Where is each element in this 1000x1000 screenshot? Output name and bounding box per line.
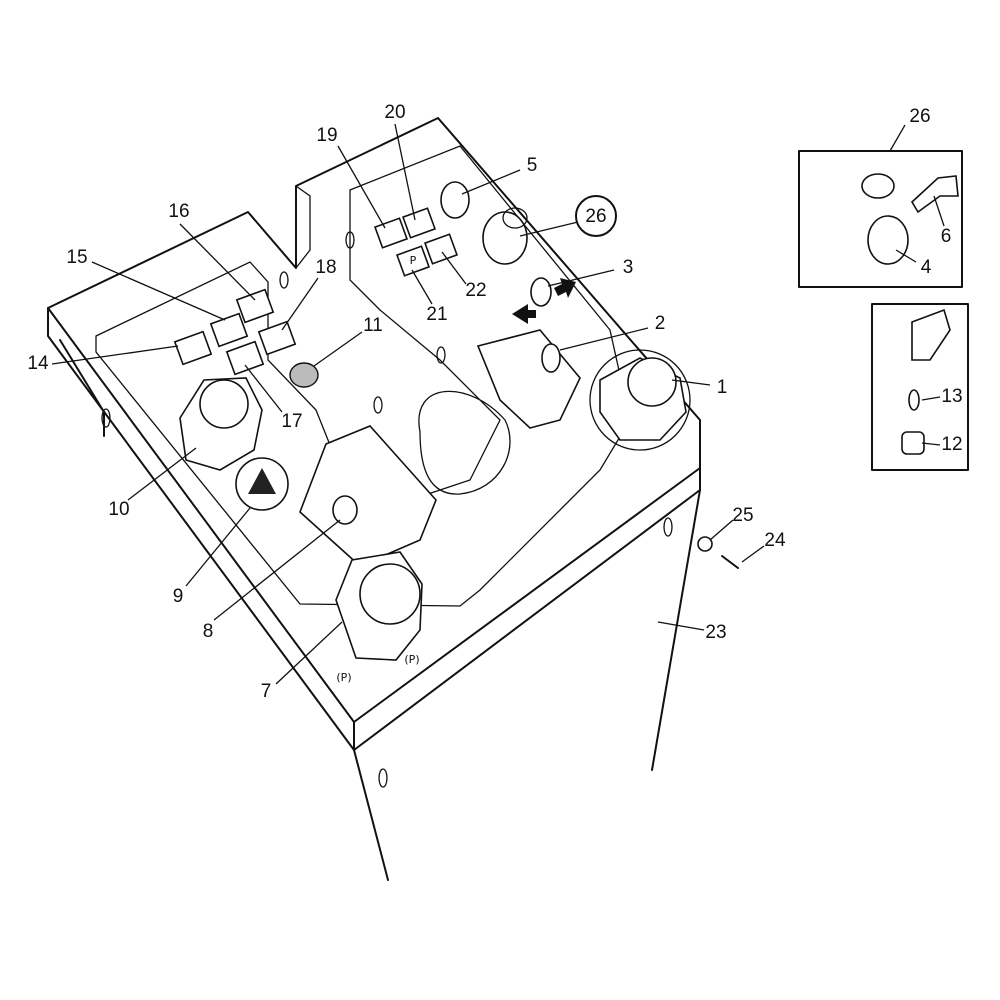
callout-13: 13 bbox=[941, 386, 962, 407]
callout-11: 11 bbox=[363, 315, 383, 336]
callout-3: 3 bbox=[623, 257, 634, 278]
callout-18: 18 bbox=[315, 257, 336, 278]
parking-symbol-left: (P) bbox=[336, 671, 351, 684]
inset-warning-lamp-kit bbox=[871, 303, 969, 471]
callout-21: 21 bbox=[426, 304, 447, 325]
callout-2: 2 bbox=[655, 313, 666, 334]
callout-5: 5 bbox=[527, 155, 538, 176]
leader-lines bbox=[51, 123, 945, 685]
component-11-switch bbox=[289, 362, 319, 388]
callout-14: 14 bbox=[27, 353, 49, 374]
console-housing bbox=[47, 117, 701, 881]
warning-light-cluster-right: P bbox=[373, 207, 459, 277]
callout-15: 15 bbox=[66, 247, 87, 268]
callouts: 1 2 3 4 5 6 7 8 9 10 11 12 13 14 15 16 1… bbox=[27, 102, 962, 702]
callout-1: 1 bbox=[717, 377, 728, 398]
component-24-screw bbox=[721, 555, 739, 569]
callout-17: 17 bbox=[281, 411, 302, 432]
callout-7: 7 bbox=[261, 681, 272, 702]
callout-4: 4 bbox=[921, 257, 932, 278]
component-25-washer bbox=[697, 536, 713, 552]
callout-26: 26 bbox=[909, 106, 930, 127]
component-10-knob bbox=[179, 377, 263, 471]
callout-26-circle bbox=[575, 195, 617, 237]
callout-8: 8 bbox=[203, 621, 214, 642]
warning-light-cluster-left bbox=[173, 288, 297, 376]
callout-12: 12 bbox=[941, 434, 962, 455]
component-2-plate bbox=[476, 329, 581, 429]
callout-20: 20 bbox=[384, 102, 405, 123]
component-7-knob bbox=[335, 551, 423, 661]
component-3-toggle bbox=[512, 277, 576, 324]
ignition-switch bbox=[482, 207, 528, 265]
component-8-plate bbox=[299, 425, 437, 567]
callout-19: 19 bbox=[316, 125, 337, 146]
callout-24: 24 bbox=[764, 530, 786, 551]
callout-25: 25 bbox=[732, 505, 753, 526]
component-9-hazard-button bbox=[235, 457, 289, 511]
callout-26-circled: 26 bbox=[585, 206, 606, 227]
callout-16: 16 bbox=[168, 201, 189, 222]
component-5-lamp bbox=[440, 181, 470, 219]
callout-23: 23 bbox=[705, 622, 726, 643]
component-1-knob bbox=[589, 349, 691, 451]
callout-22: 22 bbox=[465, 280, 486, 301]
parking-switch-symbol: P bbox=[410, 254, 417, 267]
inset-ignition-kit bbox=[798, 150, 963, 288]
callout-6: 6 bbox=[941, 226, 952, 247]
callout-10: 10 bbox=[108, 499, 129, 520]
parking-symbol-right: (P) bbox=[404, 653, 419, 666]
callout-9: 9 bbox=[173, 586, 184, 607]
